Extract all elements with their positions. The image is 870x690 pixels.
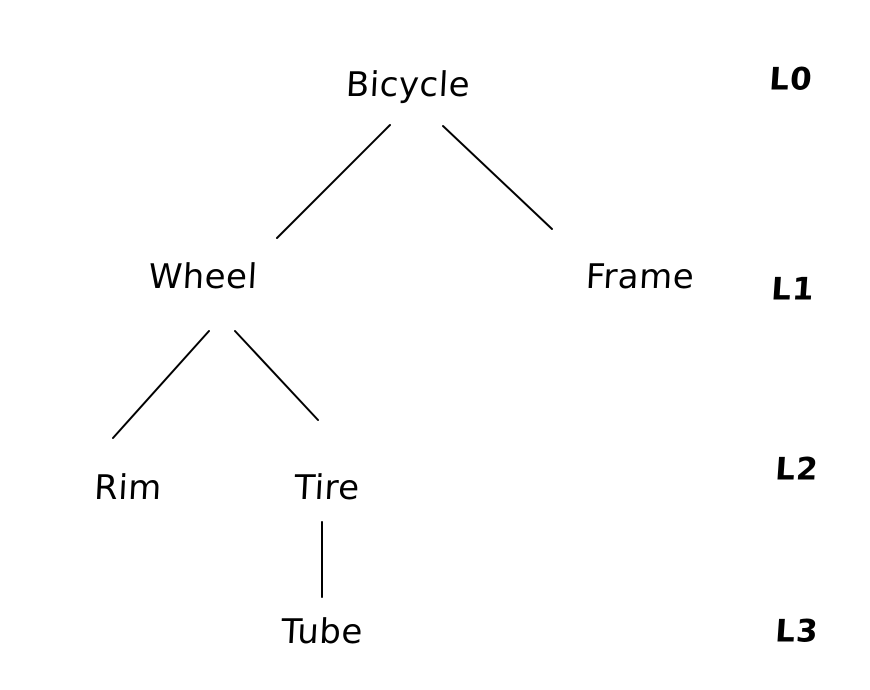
tree-edge-wheel-to-rim xyxy=(112,330,210,439)
level-label-l2: L2 xyxy=(774,451,820,488)
level-label-l1: L1 xyxy=(770,271,816,308)
level-label-l0: L0 xyxy=(768,61,814,98)
tree-node-wheel[interactable]: Wheel xyxy=(147,257,259,297)
tree-node-tube[interactable]: Tube xyxy=(280,612,364,652)
level-label-l3: L3 xyxy=(774,613,820,650)
tree-node-frame[interactable]: Frame xyxy=(584,257,696,297)
tree-node-tire[interactable]: Tire xyxy=(293,468,361,508)
tree-node-rim[interactable]: Rim xyxy=(93,468,163,508)
tree-edge-bicycle-to-frame xyxy=(442,125,553,230)
tree-edge-bicycle-to-wheel xyxy=(276,124,391,239)
tree-edge-wheel-to-tire xyxy=(234,330,319,421)
tree-node-bicycle[interactable]: Bicycle xyxy=(344,65,472,105)
